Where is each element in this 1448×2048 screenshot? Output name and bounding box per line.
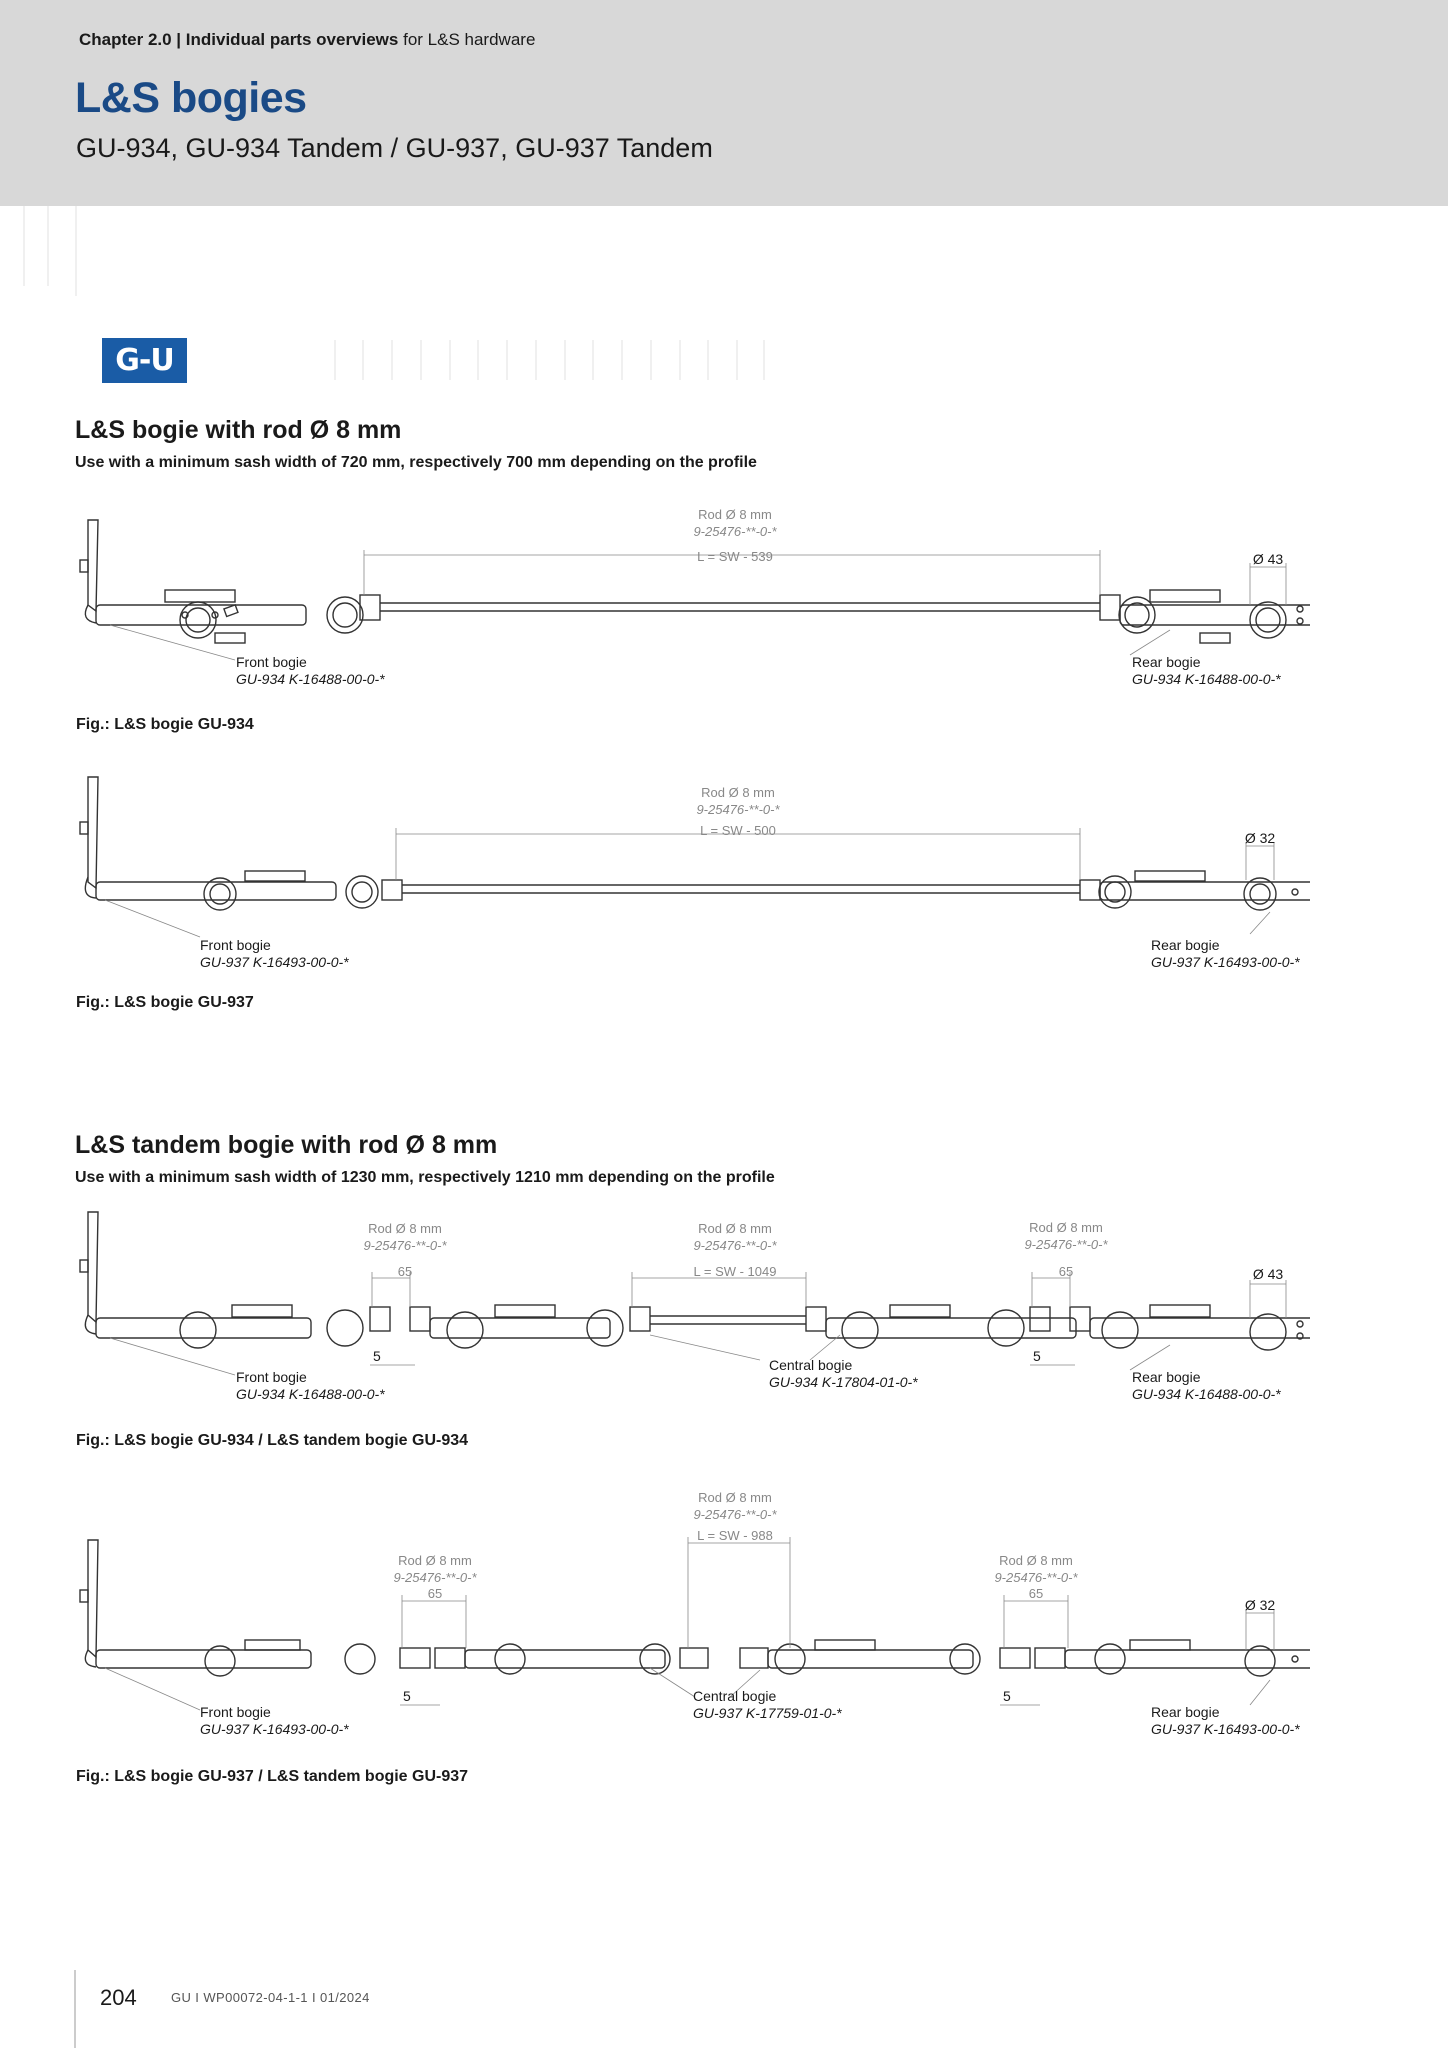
fig4-rod-part-left: 9-25476-**-0-* [393,1570,477,1585]
fig1-rod-part: 9-25476-**-0-* [693,524,777,539]
fig3-length: L = SW - 1049 [694,1264,777,1279]
fig3-front-label: Front bogie [236,1369,307,1385]
page-subtitle: GU-934, GU-934 Tandem / GU-937, GU-937 T… [76,133,713,163]
fig4-rear-part: GU-937 K-16493-00-0-* [1151,1721,1300,1737]
fig2-rear-part: GU-937 K-16493-00-0-* [1151,954,1300,970]
fig4-dim-65-right: 65 [1029,1586,1043,1601]
fig4-central-label: Central bogie [693,1688,776,1704]
fig3-central-label: Central bogie [769,1357,852,1373]
fig2-caption: Fig.: L&S bogie GU-937 [76,994,254,1011]
fig3-rod-part-mid: 9-25476-**-0-* [693,1238,777,1253]
section1-subtitle: Use with a minimum sash width of 720 mm,… [75,454,757,471]
fig3-drawing: Rod Ø 8 mm 9-25476-**-0-* 65 Rod Ø 8 mm … [79,1211,1310,1402]
fig4-rod-label-mid: Rod Ø 8 mm [698,1490,772,1505]
fig4-dim-5-left: 5 [403,1688,411,1704]
fig3-dim-65-left: 65 [398,1264,412,1279]
fig1-rod-label: Rod Ø 8 mm [698,507,772,522]
fig1-front-label: Front bogie [236,654,307,670]
fig4-length: L = SW - 988 [697,1528,773,1543]
logo-text: G-U [115,343,174,378]
fig3-dim-65-right: 65 [1059,1264,1073,1279]
fig4-rear-label: Rear bogie [1151,1704,1220,1720]
section1-title: L&S bogie with rod Ø 8 mm [75,416,402,444]
chapter-line: Chapter 2.0 | Individual parts overviews… [79,30,536,49]
fig4-front-label: Front bogie [200,1704,271,1720]
fig2-rod-part: 9-25476-**-0-* [696,802,780,817]
fig2-drawing: Rod Ø 8 mm 9-25476-**-0-* L = SW - 500 Ø… [79,776,1310,970]
page-number: 204 [100,1985,137,2010]
fig3-dim-5-right: 5 [1033,1348,1041,1364]
fig3-rod-part-right: 9-25476-**-0-* [1024,1237,1108,1252]
fig1-caption: Fig.: L&S bogie GU-934 [76,716,254,733]
fig2-rear-label: Rear bogie [1151,937,1220,953]
fig4-dim-65-left: 65 [428,1586,442,1601]
fig3-rod-label-left: Rod Ø 8 mm [368,1221,442,1236]
fig3-dim-5-left: 5 [373,1348,381,1364]
fig1-front-part: GU-934 K-16488-00-0-* [236,671,385,687]
fig3-caption: Fig.: L&S bogie GU-934 / L&S tandem bogi… [76,1432,469,1449]
fig4-drawing: Rod Ø 8 mm 9-25476-**-0-* L = SW - 988 R… [79,1490,1310,1737]
fig1-rear-part: GU-934 K-16488-00-0-* [1132,671,1281,687]
fig3-central-part: GU-934 K-17804-01-0-* [769,1374,918,1390]
fig1-diameter: Ø 43 [1253,551,1284,567]
fig1-length: L = SW - 539 [697,549,773,564]
decorative-lines [23,206,77,296]
fig2-front-part: GU-937 K-16493-00-0-* [200,954,349,970]
fig4-dim-5-right: 5 [1003,1688,1011,1704]
fig4-rod-label-left: Rod Ø 8 mm [398,1553,472,1568]
header-band [0,0,1448,206]
fig1-drawing: Rod Ø 8 mm 9-25476-**-0-* L = SW - 539 Ø… [79,507,1310,687]
fig3-rod-label-mid: Rod Ø 8 mm [698,1221,772,1236]
fig1-rear-label: Rear bogie [1132,654,1201,670]
fig4-rod-part-mid: 9-25476-**-0-* [693,1507,777,1522]
fig2-rod-label: Rod Ø 8 mm [701,785,775,800]
fig4-central-part: GU-937 K-17759-01-0-* [693,1705,842,1721]
fig3-rear-part: GU-934 K-16488-00-0-* [1132,1386,1281,1402]
fig3-rod-part-left: 9-25476-**-0-* [363,1238,447,1253]
fig2-front-label: Front bogie [200,937,271,953]
gu-logo: G-U [102,338,187,383]
fig3-rear-label: Rear bogie [1132,1369,1201,1385]
page-title: L&S bogies [75,74,307,122]
section2-subtitle: Use with a minimum sash width of 1230 mm… [75,1169,775,1186]
fig4-caption: Fig.: L&S bogie GU-937 / L&S tandem bogi… [76,1768,469,1785]
fig4-diameter: Ø 32 [1245,1597,1276,1613]
footer-rule [74,1970,76,2048]
fig4-rod-label-right: Rod Ø 8 mm [999,1553,1073,1568]
decorative-ticks [334,340,765,380]
fig4-front-part: GU-937 K-16493-00-0-* [200,1721,349,1737]
fig3-diameter: Ø 43 [1253,1266,1284,1282]
fig3-rod-label-right: Rod Ø 8 mm [1029,1220,1103,1235]
section2-title: L&S tandem bogie with rod Ø 8 mm [75,1131,498,1159]
document-reference: GU I WP00072-04-1-1 I 01/2024 [171,1990,370,2005]
fig3-front-part: GU-934 K-16488-00-0-* [236,1386,385,1402]
fig2-length: L = SW - 500 [700,823,776,838]
fig4-rod-part-right: 9-25476-**-0-* [994,1570,1078,1585]
fig2-diameter: Ø 32 [1245,830,1276,846]
